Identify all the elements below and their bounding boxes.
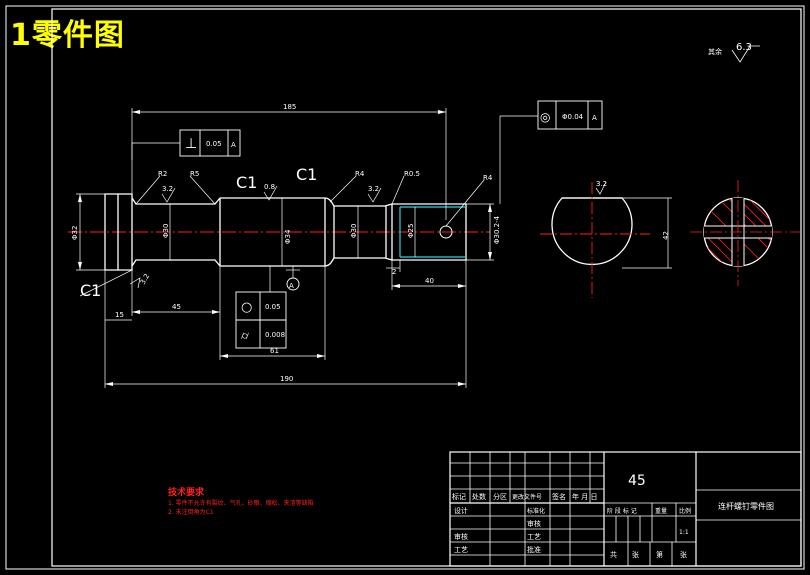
dim-overall-length: 190: [280, 375, 293, 383]
perpendicularity-icon: ⊥: [185, 136, 197, 152]
tb-header-date: 年 月 日: [572, 492, 597, 501]
dim-40: 40: [425, 277, 434, 285]
dim-r1: R2: [158, 170, 167, 178]
roughness-marks: [129, 181, 607, 289]
dim-2: 2: [392, 268, 396, 276]
tb-part-name: 连杆螺钉零件图: [718, 501, 774, 511]
tb-header-zone: 分区: [493, 492, 507, 501]
dim-dia-2: Φ34: [284, 229, 292, 244]
tb-approve: 批准: [527, 545, 541, 554]
tb-design: 设计: [454, 506, 468, 515]
dim-dia-3: Φ30: [350, 224, 358, 238]
finish-note: 其余 6.3: [708, 42, 760, 63]
tech-requirements: 技术要求 1. 零件不允许有裂纹、气孔、砂眼、缩松、夹渣等缺陷 2. 未注倒角为…: [168, 486, 314, 516]
tb-sheet-1: 张: [632, 550, 639, 559]
finish-value: 6.3: [736, 42, 752, 53]
tb-process: 工艺: [454, 546, 468, 554]
dim-15: 15: [115, 311, 124, 319]
concentricity-icon: ◎: [540, 110, 550, 124]
chamfer-2: C1: [296, 165, 317, 184]
tb-header-count: 处数: [472, 492, 486, 501]
tb-review: 审核: [454, 532, 468, 541]
tb-total: 共: [610, 550, 617, 559]
roughness-4: 3.2: [139, 272, 151, 286]
cylindricity-value: 0.008: [265, 331, 285, 339]
dim-r4: R4: [483, 174, 493, 182]
arrowheads: [78, 110, 492, 386]
concentric-ref: A: [592, 114, 597, 122]
tb-weight: 重量: [655, 507, 667, 515]
dimension-lines: [76, 108, 538, 388]
section-view: [540, 182, 672, 298]
thread-lines: [399, 206, 466, 258]
dim-61: 61: [270, 347, 279, 355]
tech-req-item-2: 2. 未注倒角为C1: [168, 508, 214, 516]
perp-value: 0.05: [206, 140, 222, 148]
datum-label: A: [289, 282, 294, 290]
cross-section: [690, 180, 800, 286]
dim-dia-hole: Φ25: [407, 224, 415, 238]
dim-total-length: 185: [283, 103, 296, 111]
roughness-1: 3.2: [162, 185, 173, 193]
section-roughness: 3.2: [596, 180, 607, 188]
tech-req-title: 技术要求: [168, 486, 205, 498]
concentric-value: Φ0.04: [562, 113, 584, 121]
tb-stage: 阶 段 标 记: [607, 507, 637, 515]
dim-dia-right: Φ30.2-4: [493, 215, 501, 244]
title-block: [449, 451, 802, 567]
roundness-icon: ○: [241, 300, 252, 315]
tolerance-frames: [179, 100, 603, 349]
tb-standard: 标准化: [527, 507, 545, 515]
inner-border: [51, 8, 802, 567]
perp-ref: A: [231, 141, 236, 149]
dim-45: 45: [172, 303, 181, 311]
roughness-symbol-icon: [731, 45, 760, 63]
tech-req-item-1: 1. 零件不允许有裂纹、气孔、砂眼、缩松、夹渣等缺陷: [168, 499, 314, 507]
tb-process-mid: 工艺: [527, 533, 541, 541]
dim-r2: R5: [190, 170, 199, 178]
dim-r3: R4: [355, 170, 365, 178]
page-heading: 1零件图: [10, 18, 125, 53]
dim-dia-left: Φ32: [71, 226, 79, 240]
tb-sheet-2: 张: [680, 550, 687, 559]
tb-scale-label: 比例: [679, 507, 691, 515]
tb-header-file: 更改文件号: [512, 493, 542, 501]
roughness-3: 3.2: [368, 185, 379, 193]
tb-scale: 1:1: [679, 529, 689, 536]
dim-r5: R0.5: [404, 170, 420, 178]
cylindricity-icon: ⌭: [241, 329, 249, 342]
tb-page: 第: [656, 550, 663, 559]
tb-material: 45: [628, 473, 646, 489]
section-width: 42: [662, 231, 670, 240]
chamfer-1: C1: [236, 173, 257, 192]
finish-label: 其余: [708, 47, 722, 56]
roughness-2: 0.8: [264, 183, 275, 191]
tb-check-mid: 审核: [527, 519, 541, 528]
chamfer-3: C1: [80, 281, 101, 300]
tb-header-sign: 签名: [552, 492, 566, 501]
dim-dia-1: Φ30: [162, 224, 170, 238]
tb-header-mark: 标记: [452, 492, 466, 501]
outer-border: [5, 5, 805, 570]
roundness-value: 0.05: [265, 303, 281, 311]
